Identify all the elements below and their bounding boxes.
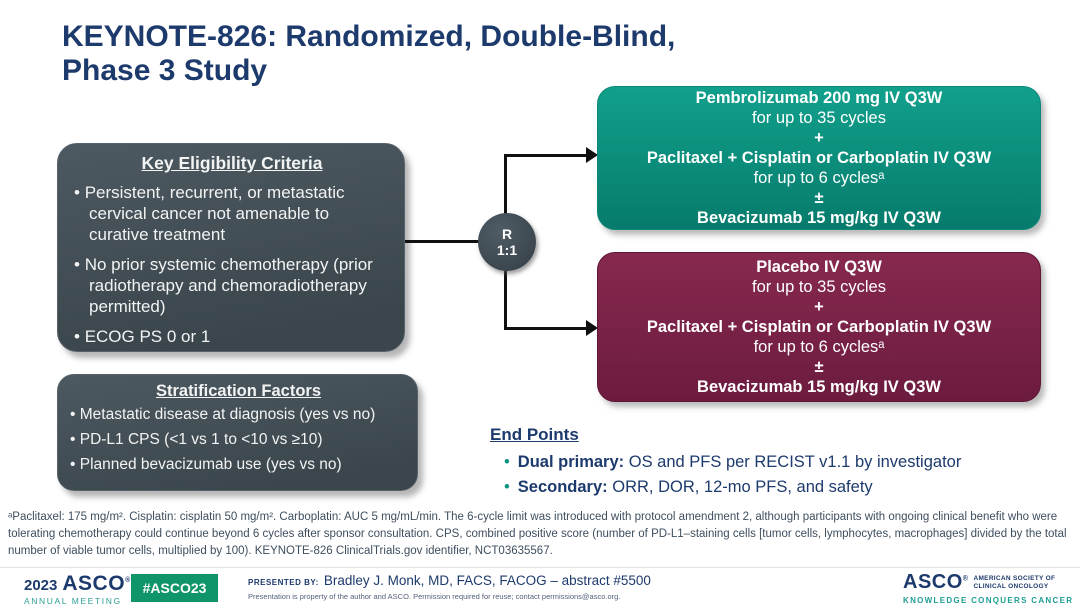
slide-title-line2: Phase 3 Study bbox=[62, 54, 268, 87]
footnote: ᵃPaclitaxel: 175 mg/m². Cisplatin: cispl… bbox=[8, 511, 1067, 557]
annual-meeting-label: ANNUAL MEETING bbox=[24, 596, 122, 606]
arm-line: Paclitaxel + Cisplatin or Carboplatin IV… bbox=[646, 318, 992, 336]
asco-tagline: KNOWLEDGE CONQUERS CANCER bbox=[903, 596, 1074, 605]
eligibility-bullet: No prior systemic chemotherapy (prior ra… bbox=[74, 254, 390, 317]
arm-line: Bevacizumab 15 mg/kg IV Q3W bbox=[697, 209, 941, 227]
presented-by-label: PRESENTED BY: bbox=[248, 578, 319, 587]
meeting-year: 2023 bbox=[24, 577, 58, 594]
endpoints-header: End Points bbox=[490, 425, 579, 444]
eligibility-bullet: ECOG PS 0 or 1 bbox=[74, 326, 390, 347]
registered-mark: ® bbox=[962, 575, 969, 583]
pembrolizumab-arm-box: Pembrolizumab 200 mg IV Q3W for up to 35… bbox=[597, 86, 1041, 230]
randomization-circle: R 1:1 bbox=[478, 213, 536, 271]
bullet-dot-icon: • bbox=[504, 478, 510, 496]
asco-wordmark: ASCO® bbox=[62, 572, 131, 595]
slide-title: KEYNOTE-826: Randomized, Double-Blind, P… bbox=[62, 20, 675, 88]
arm-line: Pembrolizumab 200 mg IV Q3W bbox=[695, 89, 943, 107]
connector-line-to-pembro bbox=[504, 154, 586, 157]
arrow-right-icon bbox=[586, 147, 598, 163]
connector-line-vertical-bottom bbox=[504, 242, 507, 329]
endpoint-item: • Dual primary: OS and PFS per RECIST v1.… bbox=[504, 452, 1062, 472]
eligibility-bullet-list: Persistent, recurrent, or metastatic cer… bbox=[74, 182, 390, 347]
asco-organization-logo: ASCO® AMERICAN SOCIETY OF CLINICAL ONCOL… bbox=[903, 571, 1073, 605]
stratification-bullet-list: Metastatic disease at diagnosis (yes vs … bbox=[70, 406, 407, 474]
randomization-ratio: 1:1 bbox=[496, 242, 518, 258]
connector-line-vertical-top bbox=[504, 154, 507, 242]
eligibility-criteria-box: Key Eligibility Criteria Persistent, rec… bbox=[57, 143, 405, 352]
arm-line: ± bbox=[814, 189, 824, 207]
endpoint-item: • Secondary: ORR, DOR, 12-mo PFS, and saf… bbox=[504, 477, 1062, 497]
arrow-right-icon bbox=[586, 320, 598, 336]
randomization-letter: R bbox=[501, 226, 513, 242]
arm-line: for up to 35 cycles bbox=[752, 278, 886, 296]
footer: 2023 ASCO® ANNUAL MEETING #ASCO23 PRESEN… bbox=[0, 567, 1080, 608]
arm-line: for up to 6 cyclesᵃ bbox=[753, 169, 885, 187]
slide-title-line1: KEYNOTE-826: Randomized, Double-Blind, bbox=[62, 20, 676, 53]
arm-line: ± bbox=[814, 358, 824, 376]
arm-line: + bbox=[814, 129, 824, 147]
arm-line: for up to 35 cycles bbox=[752, 109, 886, 127]
asco-annual-meeting-logo: 2023 ASCO® ANNUAL MEETING bbox=[24, 572, 131, 606]
arm-line: + bbox=[814, 298, 824, 316]
placebo-arm-box: Placebo IV Q3W for up to 35 cycles + Pac… bbox=[597, 252, 1041, 402]
asco-org-name-line1: AMERICAN SOCIETY OF bbox=[973, 574, 1056, 582]
presenter-name: Bradley J. Monk, MD, FACS, FACOG – abstr… bbox=[323, 573, 651, 588]
endpoint-text: OS and PFS per RECIST v1.1 by investigat… bbox=[624, 453, 962, 471]
asco-org-name-line2: CLINICAL ONCOLOGY bbox=[973, 582, 1049, 590]
hashtag-badge: #ASCO23 bbox=[131, 574, 218, 602]
arm-line: Bevacizumab 15 mg/kg IV Q3W bbox=[697, 378, 941, 396]
arm-line: for up to 6 cyclesᵃ bbox=[753, 338, 885, 356]
endpoint-label: Dual primary: bbox=[517, 453, 625, 471]
bullet-dot-icon: • bbox=[504, 453, 510, 471]
registered-mark: ® bbox=[125, 577, 131, 584]
eligibility-bullet: Persistent, recurrent, or metastatic cer… bbox=[74, 182, 390, 245]
stratification-bullet: Planned bevacizumab use (yes vs no) bbox=[70, 456, 407, 474]
stratification-header: Stratification Factors bbox=[155, 382, 322, 400]
presented-by-block: PRESENTED BY: Bradley J. Monk, MD, FACS,… bbox=[248, 573, 651, 601]
stratification-factors-box: Stratification Factors Metastatic diseas… bbox=[57, 374, 418, 491]
endpoints-section: End Points • Dual primary: OS and PFS per… bbox=[490, 425, 1062, 502]
endpoint-label: Secondary: bbox=[517, 478, 608, 496]
connector-line-to-placebo bbox=[504, 327, 586, 330]
endpoint-text: ORR, DOR, 12-mo PFS, and safety bbox=[607, 478, 873, 496]
stratification-bullet: PD-L1 CPS (<1 vs 1 to <10 vs ≥10) bbox=[70, 431, 407, 449]
asco-org-name: AMERICAN SOCIETY OF CLINICAL ONCOLOGY bbox=[973, 575, 1055, 591]
asco-wordmark: ASCO® bbox=[903, 571, 969, 593]
connector-line-left bbox=[405, 240, 479, 243]
stratification-bullet: Metastatic disease at diagnosis (yes vs … bbox=[70, 406, 407, 424]
permission-disclaimer: Presentation is property of the author a… bbox=[248, 592, 621, 601]
arm-line: Placebo IV Q3W bbox=[756, 258, 882, 276]
arm-line: Paclitaxel + Cisplatin or Carboplatin IV… bbox=[646, 149, 992, 167]
eligibility-header: Key Eligibility Criteria bbox=[141, 153, 323, 173]
